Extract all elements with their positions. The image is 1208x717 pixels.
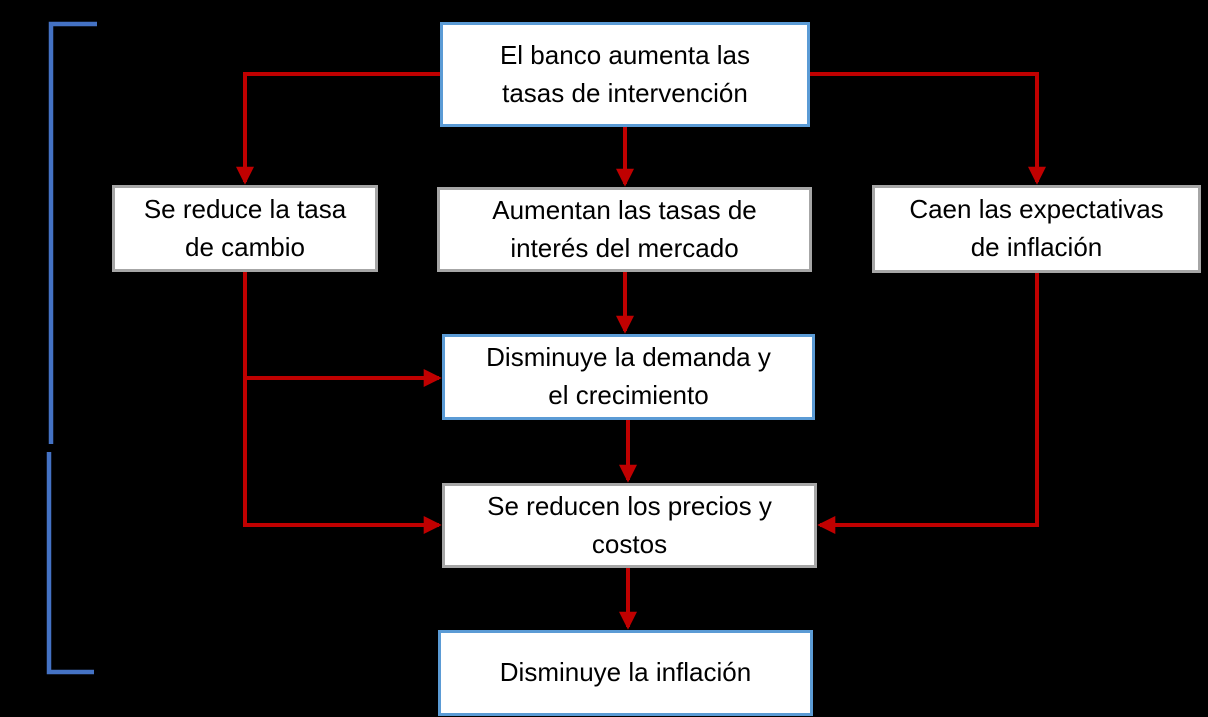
node-exchange-rate-falls-label: Se reduce la tasa de cambio — [143, 193, 347, 262]
node-demand-growth-falls-label: Disminuye la demanda y el crecimiento — [486, 342, 771, 410]
node-inflation-expectations-fall-label: Caen las expectativas de inflación — [909, 194, 1164, 262]
node-prices-costs-fall-label: Se reducen los precios y costos — [487, 490, 772, 559]
node-demand-growth-falls: Disminuye la demanda y el crecimiento — [442, 334, 815, 420]
node-inflation-falls: Disminuye la inflación — [438, 630, 813, 716]
arrow-exchange-rate-to-prices — [243, 376, 442, 534]
node-inflation-falls-label: Disminuye la inflación — [499, 657, 752, 688]
node-market-rates-rise-label: Aumentan las tasas de interés del mercad… — [492, 194, 757, 263]
node-inflation-expectations-fall: Caen las expectativas de inflación — [872, 185, 1201, 273]
arrow-expectations-to-prices — [817, 273, 1039, 534]
node-market-rates-rise: Aumentan las tasas de interés del mercad… — [437, 187, 812, 272]
feedback-bracket-bottom — [46, 452, 94, 675]
feedback-bracket-top — [48, 21, 97, 444]
node-prices-costs-fall: Se reducen los precios y costos — [442, 483, 817, 568]
arrow-bank-to-exchange-rate — [236, 72, 440, 185]
arrow-bank-to-expectations — [810, 72, 1046, 185]
node-exchange-rate-falls: Se reduce la tasa de cambio — [112, 185, 378, 272]
node-bank-raises-rates: El banco aumenta las tasas de intervenci… — [440, 22, 810, 127]
node-bank-raises-rates-label: El banco aumenta las tasas de intervenci… — [499, 39, 751, 108]
arrow-exchange-rate-to-demand — [243, 272, 442, 387]
